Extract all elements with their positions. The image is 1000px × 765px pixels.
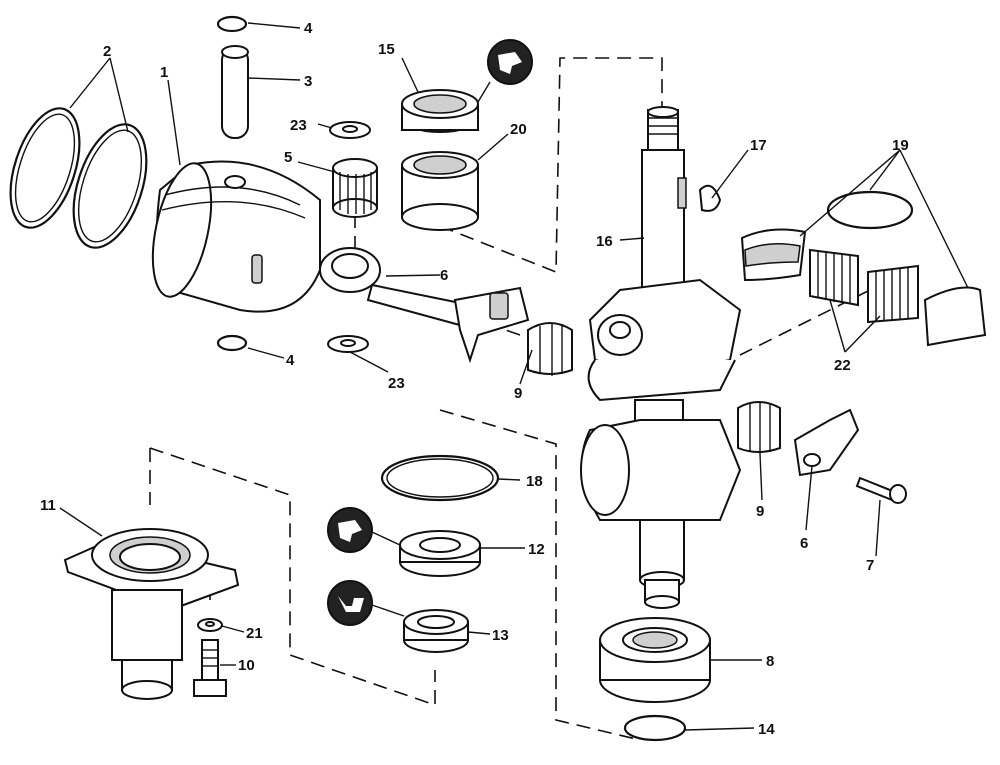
callout-21: 21 <box>246 625 263 642</box>
callout-7: 7 <box>866 557 874 574</box>
rod-bearing-cage-lower <box>737 401 781 454</box>
crankshaft <box>580 106 742 609</box>
main-needle-bearings <box>809 248 919 324</box>
callout-20: 20 <box>510 121 527 138</box>
callout-17: 17 <box>750 137 767 154</box>
woodruff-key <box>698 184 722 212</box>
lower-bearing-housing <box>63 528 240 700</box>
callout-6: 6 <box>800 535 808 552</box>
washer-21 <box>197 618 223 632</box>
retaining-ring-top <box>216 15 248 33</box>
callout-14: 14 <box>758 721 775 738</box>
callout-5: 5 <box>284 149 292 166</box>
sealant-symbol-icon <box>327 507 373 553</box>
callout-23: 23 <box>290 117 307 134</box>
main-bearing-race-half <box>923 286 987 347</box>
upper-roller-bearing <box>401 151 479 231</box>
callout-6: 6 <box>440 267 448 284</box>
o-ring <box>380 454 500 502</box>
thrust-washer-top <box>329 121 371 139</box>
wrist-pin <box>221 45 249 139</box>
main-bearing-cage-upper <box>740 228 807 282</box>
upper-seal-bearing-housing <box>401 89 479 133</box>
callout-3: 3 <box>304 73 312 90</box>
leader-lines <box>59 22 969 731</box>
callout-9: 9 <box>756 503 764 520</box>
callout-23: 23 <box>388 375 405 392</box>
sealant-symbol-icon <box>487 39 533 85</box>
callout-1: 1 <box>160 64 168 81</box>
callout-15: 15 <box>378 41 395 58</box>
connecting-rod-cap <box>793 408 860 477</box>
lower-oil-seal <box>399 530 481 577</box>
callout-19: 19 <box>892 137 909 154</box>
rod-bearing-cage-upper <box>527 322 573 376</box>
connecting-rod <box>319 247 530 364</box>
callout-18: 18 <box>526 473 543 490</box>
lubricant-symbol-icon <box>327 580 373 626</box>
retaining-ring-14 <box>623 714 687 742</box>
piston-rings <box>9 107 148 249</box>
callout-22: 22 <box>834 357 851 374</box>
callout-10: 10 <box>238 657 255 674</box>
callout-11: 11 <box>40 497 56 514</box>
rod-cap-screw <box>855 476 907 504</box>
callout-4: 4 <box>286 352 295 369</box>
callout-9: 9 <box>514 385 522 402</box>
callout-2: 2 <box>103 43 111 60</box>
callout-labels: 4 3 2 1 15 23 5 20 17 19 16 6 4 23 9 22 … <box>40 20 909 738</box>
seal-13 <box>403 609 469 653</box>
lower-ball-bearing <box>599 617 711 703</box>
thrust-washer-bottom <box>327 335 369 353</box>
callout-12: 12 <box>528 541 545 558</box>
callout-16: 16 <box>596 233 613 250</box>
needle-bearing-small-end <box>332 158 378 218</box>
callout-13: 13 <box>492 627 509 644</box>
callout-4: 4 <box>304 20 313 37</box>
callout-8: 8 <box>766 653 774 670</box>
housing-screw <box>193 639 227 697</box>
piston <box>151 160 321 313</box>
retaining-ring-bottom <box>216 334 248 352</box>
retaining-ring-19 <box>826 190 914 230</box>
